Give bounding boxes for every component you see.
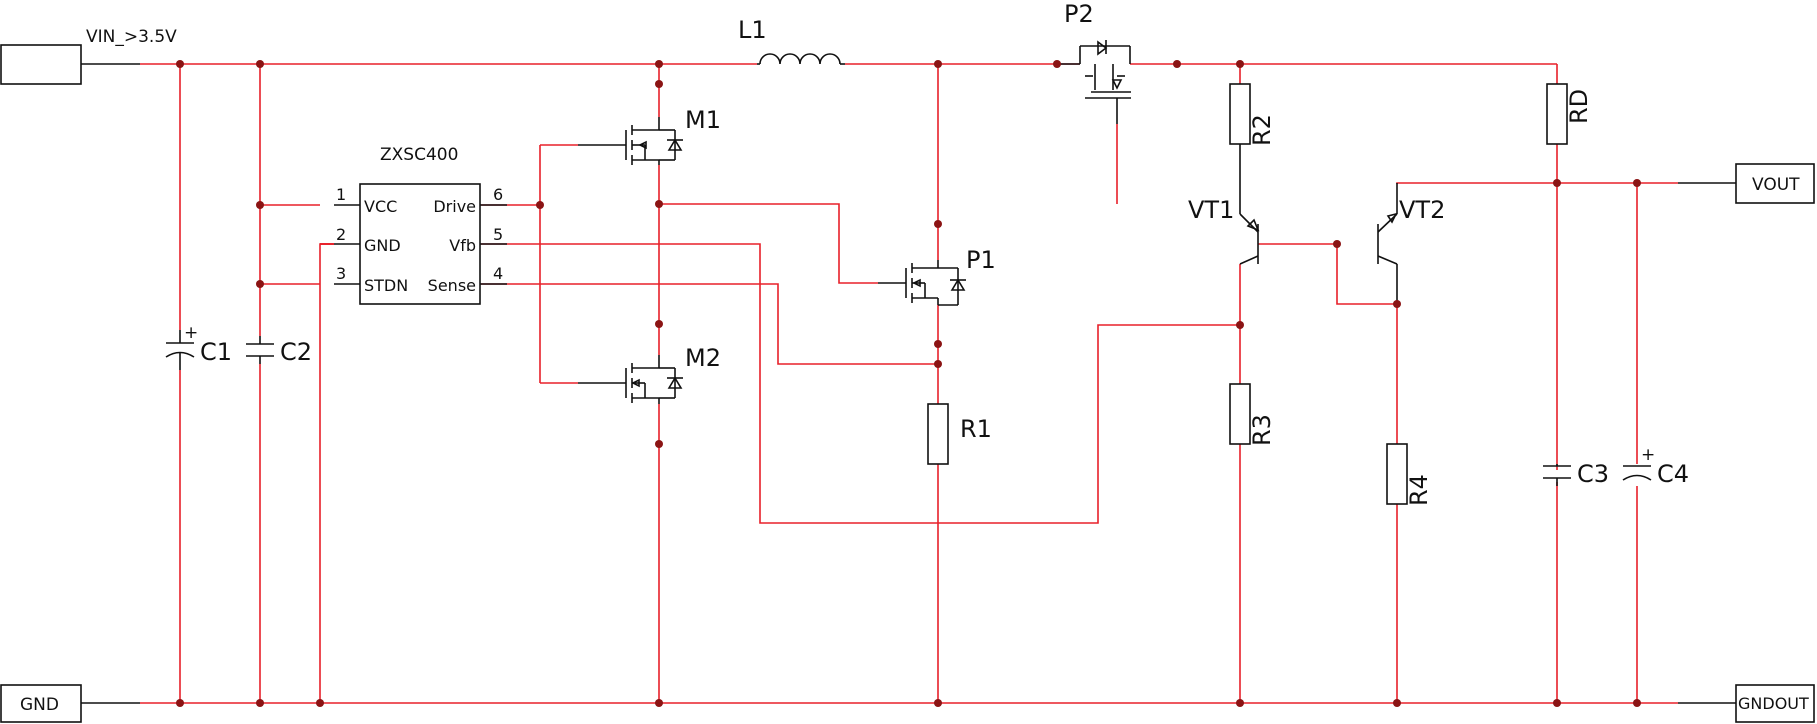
port-vout: VOUT	[1678, 163, 1815, 204]
ic-zxsc400: ZXSC400 1 2 3 VCC GND STDN 6 5 4 Drive V…	[334, 145, 507, 305]
inductor-l1: L1	[738, 16, 845, 65]
svg-text:ZXSC400: ZXSC400	[380, 145, 458, 165]
mosfet-m1: M1	[578, 106, 721, 165]
svg-text:P2: P2	[1064, 0, 1094, 28]
svg-text:M1: M1	[685, 106, 721, 134]
svg-text:+: +	[184, 323, 198, 343]
resistor-r2: R2	[1229, 83, 1276, 204]
svg-text:3: 3	[336, 264, 346, 283]
svg-text:+: +	[1641, 445, 1655, 465]
mosfet-p2: P2	[1060, 0, 1131, 124]
svg-text:C4: C4	[1657, 460, 1689, 488]
svg-text:GND: GND	[364, 236, 401, 255]
svg-text:GND: GND	[20, 695, 59, 715]
resistor-r4: R4	[1386, 443, 1433, 506]
svg-text:C2: C2	[280, 338, 312, 366]
port-gnd: GND	[0, 684, 140, 723]
svg-text:C1: C1	[200, 338, 232, 366]
svg-text:VIN_>3.5V: VIN_>3.5V	[86, 27, 177, 47]
capacitor-c1: + C1	[165, 323, 232, 370]
svg-text:R2: R2	[1248, 114, 1276, 146]
svg-text:2: 2	[336, 225, 346, 244]
svg-text:GNDOUT: GNDOUT	[1738, 694, 1809, 713]
svg-text:4: 4	[493, 264, 503, 283]
svg-text:C3: C3	[1577, 460, 1609, 488]
wires	[140, 63, 1678, 704]
svg-text:VOUT: VOUT	[1752, 175, 1800, 195]
svg-text:5: 5	[493, 225, 503, 244]
svg-text:P1: P1	[966, 246, 996, 274]
svg-text:1: 1	[336, 185, 346, 204]
junctions	[176, 60, 1641, 707]
svg-text:STDN: STDN	[364, 276, 408, 295]
capacitor-c3: C3	[1543, 460, 1609, 488]
svg-text:VT1: VT1	[1188, 196, 1234, 224]
svg-text:Vfb: Vfb	[449, 236, 476, 255]
svg-text:Sense: Sense	[428, 276, 476, 295]
resistor-r3: R3	[1229, 383, 1276, 446]
transistor-vt2: VT2	[1377, 183, 1445, 304]
svg-text:6: 6	[493, 185, 503, 204]
svg-text:R4: R4	[1405, 474, 1433, 506]
port-gndout: GNDOUT	[1678, 684, 1815, 723]
svg-text:VCC: VCC	[364, 197, 397, 216]
svg-text:L1: L1	[738, 16, 767, 44]
svg-text:R1: R1	[960, 415, 992, 443]
resistor-rd: RD	[1546, 83, 1593, 145]
resistor-r1: R1	[927, 403, 992, 465]
port-vin: VIN_>3.5V	[0, 27, 177, 85]
svg-text:VT2: VT2	[1399, 196, 1445, 224]
capacitor-c4: + C4	[1622, 445, 1689, 488]
svg-text:M2: M2	[685, 344, 721, 372]
svg-text:RD: RD	[1565, 89, 1593, 124]
capacitor-c2: C2	[246, 336, 312, 366]
svg-text:Drive: Drive	[433, 197, 476, 216]
mosfet-p1: P1	[878, 246, 996, 306]
transistor-vt1: VT1	[1188, 196, 1260, 265]
mosfet-m2: M2	[578, 344, 721, 404]
svg-text:R3: R3	[1248, 414, 1276, 446]
